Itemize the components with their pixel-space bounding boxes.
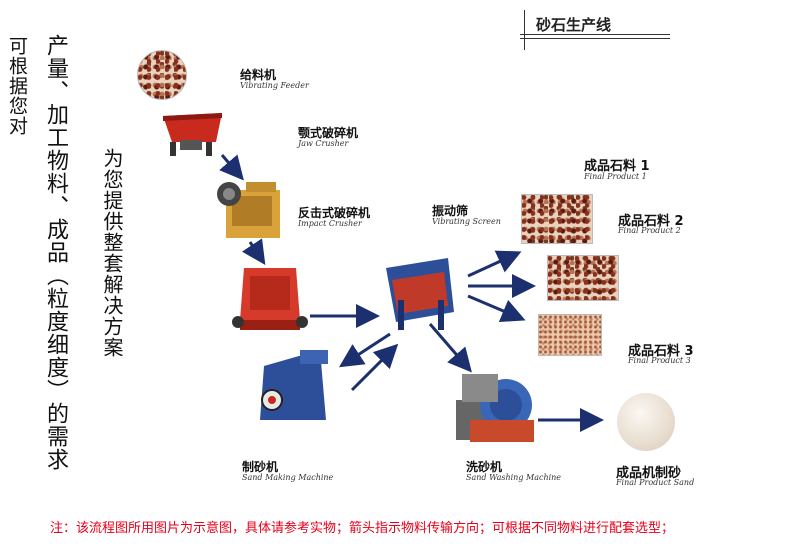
feeder-label: 给料机: [240, 68, 277, 82]
impact-crusher-label: 反击式破碎机: [298, 206, 371, 220]
screen-label-en: Vibrating Screen: [432, 217, 501, 226]
final-sand-label: 成品机制砂: [616, 466, 682, 481]
arrow-screen-to-sandmaker: [338, 332, 391, 368]
sand-washing-label: 洗砂机: [466, 460, 503, 474]
product-3-image: [538, 314, 602, 356]
product-1-label-en: Final Product 1: [584, 172, 647, 181]
final-sand-label-en: Final Product Sand: [616, 478, 695, 487]
vibrating-screen-machine: [386, 258, 454, 330]
jaw-crusher-machine: [217, 182, 280, 238]
product-1-image: [521, 194, 593, 244]
screen-label: 振动筛: [432, 204, 469, 218]
final-sand-image: [617, 393, 675, 451]
arrow-feeder-to-jaw: [219, 154, 244, 181]
feeder-label-en: Vibrating Feeder: [240, 81, 309, 90]
sand-washing-label-en: Sand Washing Machine: [466, 473, 562, 482]
product-3-label: 成品石料 3: [628, 344, 694, 359]
intro-text-2: 产量、加工物料、成品（粒度细度）的需求: [43, 34, 68, 471]
arrow-screen-to-p3: [467, 294, 526, 323]
impact-crusher-machine: [232, 268, 308, 330]
product-1-label: 成品石料 1: [584, 159, 650, 174]
feeder-machine: [163, 113, 222, 156]
product-2-label-en: Final Product 2: [618, 226, 681, 235]
footnote: 注：该流程图所用图片为示意图，具体请参考实物；箭头指示物料传输方向；可根据不同物…: [50, 521, 675, 536]
title-underline: [520, 34, 670, 35]
title-underline-2: [520, 38, 670, 39]
arrow-screen-to-p1: [467, 250, 522, 278]
product-3-label-en: Final Product 3: [628, 356, 691, 365]
product-2-label: 成品石料 2: [618, 214, 684, 229]
intro-text-3: 为您提供整套解决方案: [100, 148, 124, 358]
impact-crusher-label-en: Impact Crusher: [298, 219, 362, 228]
sand-making-label: 制砂机: [242, 460, 279, 474]
product-2-image: [547, 255, 619, 301]
arrow-jaw-to-impact: [242, 238, 266, 265]
jaw-crusher-label-en: Jaw Crusher: [298, 139, 349, 148]
sand-making-machine: [260, 350, 328, 420]
raw-material-image: [137, 50, 187, 100]
intro-text-1: 可根据您对: [6, 36, 28, 136]
title-rule: [524, 10, 525, 50]
arrow-sandmaker-to-screen: [350, 343, 399, 392]
jaw-crusher-label: 颚式破碎机: [298, 126, 359, 140]
sand-making-label-en: Sand Making Machine: [242, 473, 334, 482]
diagram-title: 砂石生产线: [536, 16, 612, 34]
arrow-screen-to-washer: [428, 323, 472, 373]
sand-washing-machine: [456, 374, 534, 442]
